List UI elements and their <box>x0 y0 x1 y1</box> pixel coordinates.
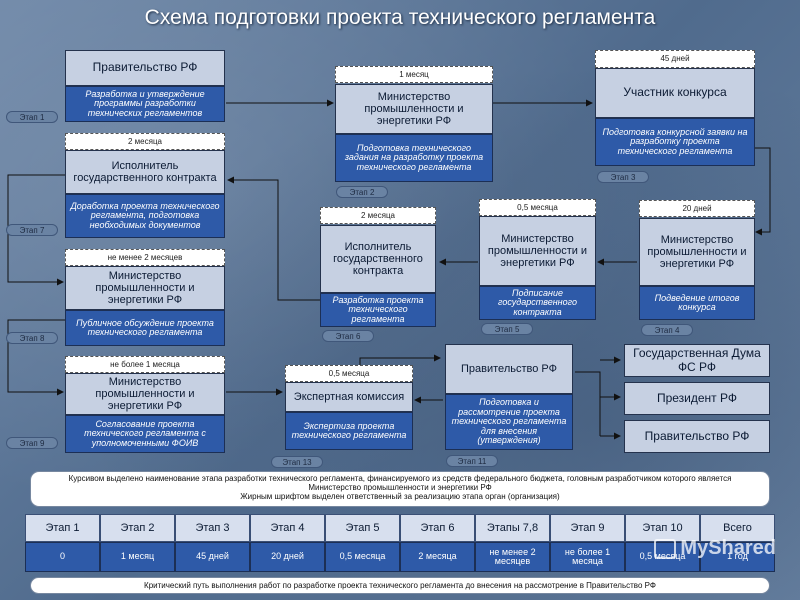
stage-5-label: Этап 5 <box>481 323 533 335</box>
legend-line-2: Министерство промышленности и энергетики… <box>308 483 492 493</box>
table-value-cell: 20 дней <box>250 542 325 572</box>
president-box: Президент РФ <box>624 382 770 415</box>
contractor-stage7-duration: 2 месяца <box>65 133 225 150</box>
ministry-stage2-task: Подготовка технического задания на разра… <box>335 134 493 182</box>
ministry-stage2-org: Министерство промышленности и энергетики… <box>335 84 493 134</box>
contractor-stage7-org: Исполнитель государственного контракта <box>65 150 225 194</box>
legend-line-3: Жирным шрифтом выделен ответственный за … <box>240 492 560 502</box>
table-value-cell: не более 1 месяца <box>550 542 625 572</box>
table-value-cell: 0 <box>25 542 100 572</box>
legend-line-1: Курсивом выделено наименование этапа раз… <box>68 474 732 483</box>
table-header-cell: Этап 2 <box>100 514 175 542</box>
contractor-stage6-org: Исполнитель государственного контракта <box>320 225 436 293</box>
ministry-stage8-org: Министерство промышленности и энергетики… <box>65 266 225 310</box>
table-header-cell: Этап 1 <box>25 514 100 542</box>
table-value-cell: 1 год <box>700 542 775 572</box>
table-header-cell: Этап 4 <box>250 514 325 542</box>
watermark-text: MyShared <box>680 537 776 559</box>
expert-task: Экспертиза проекта технического регламен… <box>285 412 413 450</box>
stage-6-label: Этап 6 <box>322 330 374 342</box>
critical-path-note: Критический путь выполнения работ по раз… <box>30 577 770 594</box>
stage-2-label: Этап 2 <box>336 186 388 198</box>
ministry-stage4-task: Подведение итогов конкурса <box>639 286 755 320</box>
table-value-cell: не менее 2 месяцев <box>475 542 550 572</box>
ministry-stage5-task: Подписание государственного контракта <box>479 286 596 320</box>
ministry-stage9-org: Министерство промышленности и энергетики… <box>65 373 225 415</box>
stage-8-label: Этап 8 <box>6 332 58 344</box>
stage-9-label: Этап 9 <box>6 437 58 449</box>
table-header-cell: Этап 5 <box>325 514 400 542</box>
gov-box-org: Правительство РФ <box>65 50 225 86</box>
contest-task: Подготовка конкурсной заявки на разработ… <box>595 118 755 166</box>
table-header-cell: Этап 6 <box>400 514 475 542</box>
ministry-stage8-duration: не менее 2 месяцев <box>65 249 225 266</box>
gov-final-task: Подготовка и рассмотрение проекта технич… <box>445 394 573 450</box>
presentation-icon <box>654 538 677 559</box>
table-value-cell: 45 дней <box>175 542 250 572</box>
table-header-cell: Этап 3 <box>175 514 250 542</box>
page-title: Схема подготовки проекта технического ре… <box>144 6 656 29</box>
watermark: MyShared <box>654 537 776 560</box>
ministry-stage5-duration: 0,5 месяца <box>479 199 596 216</box>
ministry-stage8-task: Публичное обсуждение проекта техническог… <box>65 310 225 346</box>
stage-11-label: Этап 11 <box>446 455 498 467</box>
table-value-cell: 2 месяца <box>400 542 475 572</box>
table-value-cell: 0,5 месяца <box>325 542 400 572</box>
table-header-cell: Всего <box>700 514 775 542</box>
contractor-stage7-task: Доработка проекта технического регламент… <box>65 194 225 238</box>
contest-org: Участник конкурса <box>595 68 755 118</box>
ministry-stage9-task: Согласование проекта технического реглам… <box>65 415 225 453</box>
gov-box-task: Разработка и утверждение программы разра… <box>65 86 225 122</box>
ministry-stage4-duration: 20 дней <box>639 200 755 217</box>
stage-7-label: Этап 7 <box>6 224 58 236</box>
state-duma-box: Государственная Дума ФС РФ <box>624 344 770 377</box>
gov-final-org: Правительство РФ <box>445 344 573 394</box>
stage-13-label: Этап 13 <box>271 456 323 468</box>
stage-1-label: Этап 1 <box>6 111 58 123</box>
stage-4-label: Этап 4 <box>641 324 693 336</box>
table-header-cell: Этап 9 <box>550 514 625 542</box>
stage-3-label: Этап 3 <box>597 171 649 183</box>
expert-duration: 0,5 месяца <box>285 365 413 382</box>
contractor-stage6-duration: 2 месяца <box>320 207 436 224</box>
ministry-stage2-duration: 1 месяц <box>335 66 493 83</box>
legend-note: Курсивом выделено наименование этапа раз… <box>30 471 770 507</box>
expert-org: Экспертная комиссия <box>285 382 413 412</box>
government-box: Правительство РФ <box>624 420 770 453</box>
contractor-stage6-task: Разработка проекта технического регламен… <box>320 293 436 327</box>
table-header-cell: Этап 10 <box>625 514 700 542</box>
contest-duration: 45 дней <box>595 50 755 68</box>
ministry-stage9-duration: не более 1 месяца <box>65 356 225 373</box>
ministry-stage4-org: Министерство промышленности и энергетики… <box>639 218 755 286</box>
table-value-cell: 1 месяц <box>100 542 175 572</box>
table-header-cell: Этапы 7,8 <box>475 514 550 542</box>
ministry-stage5-org: Министерство промышленности и энергетики… <box>479 216 596 286</box>
